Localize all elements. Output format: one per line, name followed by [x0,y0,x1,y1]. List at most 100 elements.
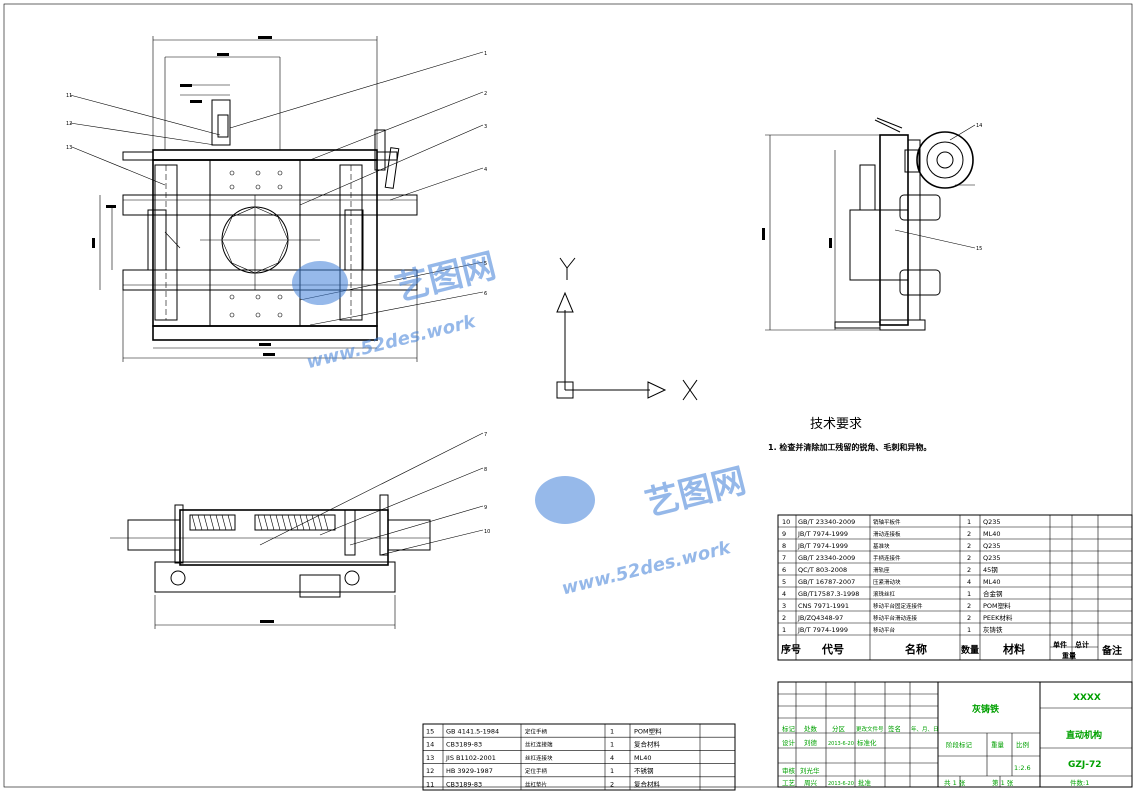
bom-lower-row-qty: 2 [610,780,614,788]
title-process-date: 2013-6-20 [828,781,854,787]
bom-header-name: 名称 [905,642,927,656]
title-stage-mark: 阶段标记 [946,740,973,749]
title-company: XXXX [1073,693,1101,703]
bom-row-code: CNS 7971-1991 [798,602,849,610]
title-standardize: 标准化 [857,738,877,747]
bom-header-total: 总计 [1075,640,1089,649]
callout-number: 5 [484,261,487,267]
title-process-name: 周兴 [804,778,818,787]
bom-row-name: 滚珠丝杠 [873,590,896,598]
callout-number: 14 [976,123,982,129]
bom-lower-row-material: 复合材料 [634,779,661,788]
bom-row-code: JB/T 7974-1999 [797,530,848,538]
bom-row-no: 7 [782,554,786,562]
bom-header-no: 序号 [781,643,801,656]
title-date-ymd: 年、月、日 [911,725,939,733]
bom-row-qty: 1 [967,626,971,634]
callout-number: 12 [66,121,72,127]
callout-number: 9 [484,505,487,511]
title-review: 审核 [782,766,796,775]
bom-lower-row-code: GB 4141.5-1984 [446,728,499,736]
title-design: 设计 [782,738,796,747]
bom-row-name: 销轴平板件 [873,518,901,526]
bom-row-qty: 2 [967,542,971,550]
sheet-border [3,3,1133,788]
callout-number: 10 [484,529,490,535]
title-sign: 签名 [888,724,901,733]
bom-row-name: 基准块 [873,542,890,550]
bom-lower-row-no: 14 [426,741,434,749]
bom-lower-row-material: POM塑料 [634,727,662,736]
callout-number: 6 [484,291,487,297]
bom-row-no: 4 [782,590,786,598]
bom-lower-row-no: 11 [426,780,434,788]
title-review-name: 刘光华 [800,766,820,775]
title-approve: 批准 [858,778,872,787]
bom-row-code: GB/T 23340-2009 [798,518,855,526]
bom-lower-row-code: JIS B1102-2001 [445,754,496,762]
bom-lower-row-code: CB3189-83 [446,780,482,788]
title-zone: 分区 [832,724,846,733]
bom-lower-row-name: 丝杠连接块 [525,754,553,762]
bom-row-code: JB/ZQ4348-97 [797,614,843,622]
callout-number: 1 [484,51,487,57]
bom-row-qty: 4 [967,578,971,586]
watermark-url-top: www.52des.work [305,311,479,374]
bom-row-qty: 1 [967,590,971,598]
callout-number: 3 [484,124,487,130]
title-weight: 重量 [991,741,1005,749]
bom-row-name: 手柄连接件 [873,554,901,562]
bom-row-material: ML40 [983,530,1001,538]
callout-number: 13 [66,145,72,151]
bom-row-qty: 2 [967,530,971,538]
bom-row-qty: 2 [967,554,971,562]
bom-lower-row-material: 不锈钢 [634,766,654,775]
bom-row-name: 移动平台滑动连接 [873,614,918,622]
bom-lower-row-name: 丝杠垫片 [525,780,547,788]
bom-row-name: 滑动连接板 [873,530,901,538]
title-change-doc: 更改文件号 [856,725,884,733]
bom-lower-row-qty: 1 [610,741,614,749]
bom-lower-row-no: 15 [426,728,434,736]
watermark-url-bottom: www.52des.work [560,537,734,600]
callout-number: 4 [484,167,487,173]
bom-lower-row-qty: 1 [610,728,614,736]
bom-lower-row-name: 定位手柄 [525,728,548,736]
bom-row-material: PEEK材料 [983,613,1013,622]
bom-row-no: 2 [782,614,786,622]
bom-header-code: 代号 [821,642,844,656]
title-part-count: 件数:1 [1070,778,1089,787]
watermark-brand-bottom: 艺图网 [641,461,750,524]
watermark-logo-icon [292,261,595,524]
bom-header-material: 材料 [1003,642,1025,656]
bom-row-material: 合金钢 [983,589,1003,598]
bom-header-unit: 单件 [1053,640,1067,649]
bom-row-no: 3 [782,602,786,610]
bom-lower-row-code: CB3189-83 [446,741,482,749]
bom-row-material: 45钢 [983,566,998,574]
bom-row-qty: 2 [967,614,971,622]
tech-requirements-note: 1. 检查并清除加工残留的锐角、毛刺和异物。 [768,442,931,452]
bom-row-code: JB/T 7974-1999 [797,542,848,550]
bom-row-code: GB/T 16787-2007 [798,578,855,586]
callout-number: 2 [484,91,487,97]
callout-number: 15 [976,246,982,252]
bom-row-qty: 2 [967,602,971,610]
bom-row-material: Q235 [983,542,1001,550]
ucs-axis-icon [556,257,698,401]
watermark-brand-top: 艺图网 [391,246,500,309]
bom-row-material: 灰铸铁 [983,625,1003,634]
bom-lower-row-qty: 1 [610,767,614,775]
top-view [110,432,484,629]
title-sheet-no: 第 1 张 [992,778,1014,787]
bom-lower-row-code: HB 3929-1987 [446,767,493,775]
bom-row-name: 移动平台固定连接件 [873,602,923,610]
bom-row-material: POM塑料 [983,601,1011,610]
title-ratio: 比例 [1016,740,1029,749]
bom-lower-row-name: 丝杠连接端 [525,741,553,749]
bom-row-no: 1 [782,626,786,634]
side-view [762,117,976,331]
